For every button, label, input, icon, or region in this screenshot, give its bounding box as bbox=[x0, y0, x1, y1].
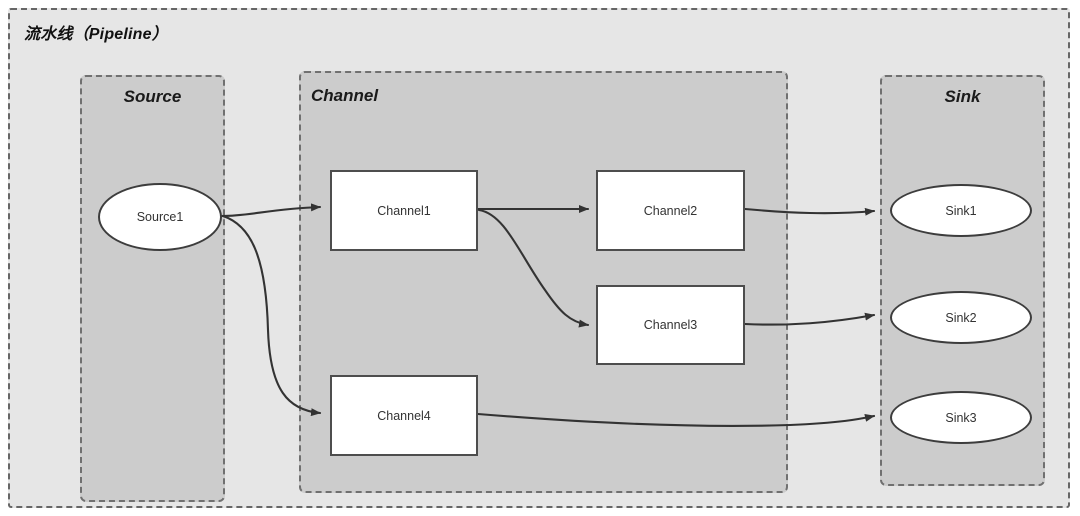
node-label: Sink2 bbox=[945, 310, 977, 325]
node-source1[interactable]: Source1 bbox=[98, 183, 222, 251]
node-label: Channel3 bbox=[643, 318, 698, 332]
node-label: Channel2 bbox=[643, 203, 698, 218]
group-source bbox=[80, 75, 225, 502]
node-channel4[interactable]: Channel4 bbox=[330, 375, 478, 456]
node-channel3[interactable]: Channel3 bbox=[596, 285, 745, 365]
node-sink3[interactable]: Sink3 bbox=[890, 391, 1032, 444]
node-label: Sink3 bbox=[945, 410, 977, 425]
node-sink2[interactable]: Sink2 bbox=[890, 291, 1032, 344]
group-label-channel: Channel bbox=[311, 86, 379, 105]
node-label: Sink1 bbox=[945, 203, 977, 218]
node-label: Channel4 bbox=[377, 408, 431, 423]
group-label-sink: Sink bbox=[944, 87, 981, 106]
pipeline-title: 流水线（Pipeline） bbox=[24, 26, 168, 43]
group-label-source: Source bbox=[123, 87, 182, 106]
node-label: Channel1 bbox=[377, 203, 431, 218]
node-sink1[interactable]: Sink1 bbox=[890, 184, 1032, 237]
node-label: Source1 bbox=[136, 210, 184, 224]
node-channel1[interactable]: Channel1 bbox=[330, 170, 478, 251]
node-channel2[interactable]: Channel2 bbox=[596, 170, 745, 251]
